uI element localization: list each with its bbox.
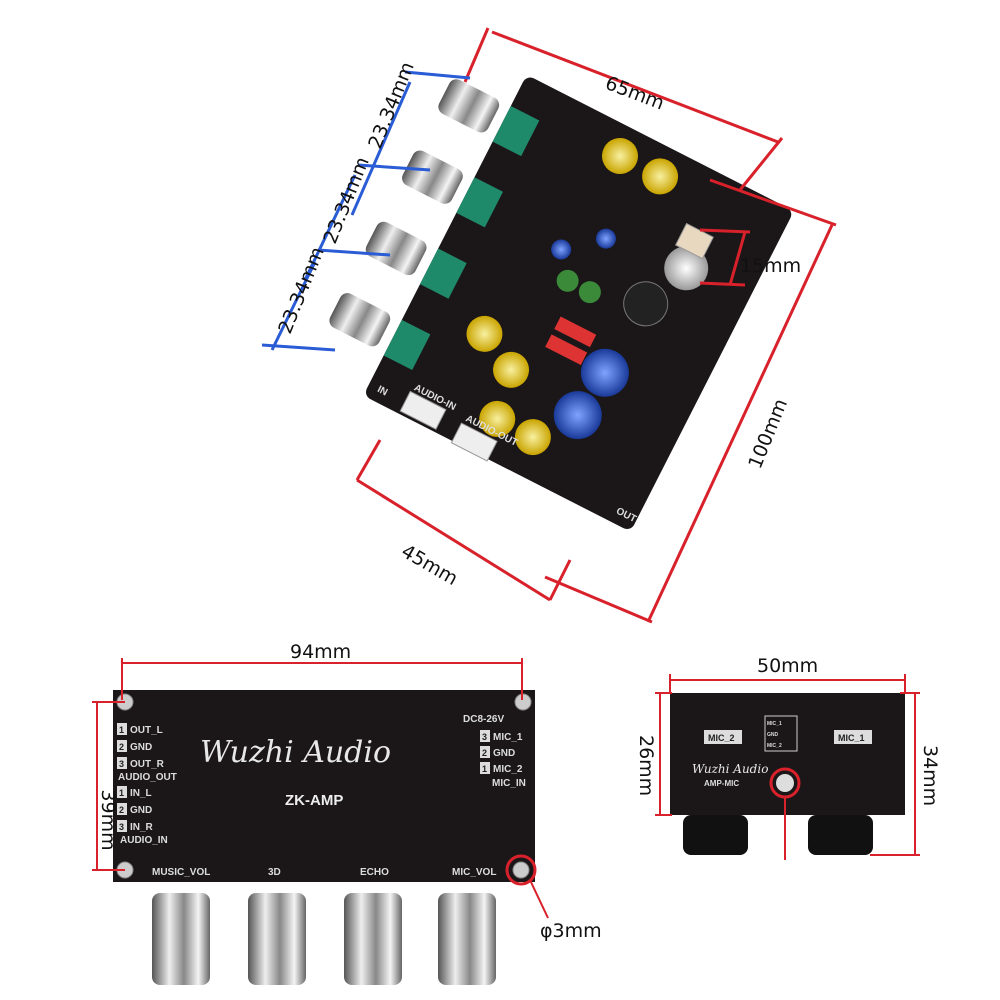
svg-text:MIC_2: MIC_2: [493, 764, 523, 775]
svg-text:GND: GND: [130, 742, 152, 753]
knob-label-echo: ECHO: [360, 867, 389, 878]
knob-label-mic-vol: MIC_VOL: [452, 867, 496, 878]
svg-text:1: 1: [482, 764, 487, 774]
hole-diameter-label: φ3mm: [540, 920, 602, 942]
svg-text:IN_L: IN_L: [130, 788, 152, 799]
mic-pin-label: MIC_1: [767, 721, 782, 727]
mic-dimensions: [655, 674, 920, 860]
width-65mm-label: 65mm: [602, 72, 667, 114]
knob-music-vol: [152, 893, 210, 985]
mic2-label: MIC_2: [708, 733, 735, 743]
knob: [402, 150, 503, 228]
audio-in-header: 1 IN_L 2 GND 3 IN_R AUDIO_IN: [117, 786, 168, 846]
knob-spacing-label: 23.34mm: [319, 154, 374, 247]
height-39mm-label: 39mm: [97, 789, 119, 850]
terminal-15mm-label: 15mm: [740, 255, 801, 277]
power-label: DC8-26V: [463, 714, 504, 725]
knob: [438, 79, 540, 157]
svg-text:2: 2: [119, 805, 124, 815]
pcb: [366, 77, 792, 529]
knob-3d: [248, 893, 306, 985]
mic-width-50mm-label: 50mm: [757, 655, 818, 677]
svg-text:3: 3: [482, 732, 487, 742]
svg-text:2: 2: [119, 742, 124, 752]
top-dimensions: [261, 27, 837, 624]
svg-text:1: 1: [119, 725, 124, 735]
mic1-label: MIC_1: [838, 733, 865, 743]
mic-model-label: AMP-MIC: [704, 779, 739, 788]
front-dimensions: [92, 658, 549, 919]
svg-text:GND: GND: [493, 748, 515, 759]
svg-text:1: 1: [119, 788, 124, 798]
svg-text:MIC_IN: MIC_IN: [492, 778, 526, 789]
knob-spacing-label: 23.34mm: [274, 244, 329, 337]
knob: [329, 293, 431, 370]
svg-text:AUDIO_IN: AUDIO_IN: [120, 835, 168, 846]
mic-brand-logo: Wuzhi Audio: [692, 762, 768, 776]
svg-text:AUDIO_OUT: AUDIO_OUT: [118, 772, 177, 783]
brand-logo: Wuzhi Audio: [200, 735, 391, 770]
length-100mm-label: 100mm: [744, 396, 792, 472]
svg-text:MIC_1: MIC_1: [493, 732, 523, 743]
svg-text:OUT_R: OUT_R: [130, 759, 165, 770]
mic-height-26mm-label: 26mm: [635, 735, 657, 796]
in-silk: IN: [375, 384, 389, 398]
mic-in-header: 3 MIC_1 2 GND 1 MIC_2 MIC_IN: [480, 730, 526, 789]
svg-text:3: 3: [119, 759, 124, 769]
knob-mic-vol: [438, 893, 496, 985]
svg-text:3: 3: [119, 822, 124, 832]
knob-label-music-vol: MUSIC_VOL: [152, 867, 210, 878]
svg-text:GND: GND: [130, 805, 152, 816]
depth-45mm-label: 45mm: [398, 540, 462, 590]
model-label: ZK-AMP: [285, 792, 343, 809]
knob-echo: [344, 893, 402, 985]
width-94mm-label: 94mm: [290, 641, 351, 663]
top-view-board: AUDIO-IN AUDIO-OUT IN OUT: [329, 77, 792, 529]
svg-text:2: 2: [482, 748, 487, 758]
knob-label-3d: 3D: [268, 867, 281, 878]
mic-pin-label: MIC_2: [767, 743, 782, 749]
svg-text:IN_R: IN_R: [130, 822, 154, 833]
audio-out-header: 1 OUT_L 2 GND 3 OUT_R AUDIO_OUT: [117, 723, 177, 783]
svg-text:OUT_L: OUT_L: [130, 725, 163, 736]
knob-spacing-label: 23.34mm: [364, 59, 419, 152]
mic-board: MIC_2 MIC_1 Wuzhi Audio AMP-MIC MIC_1 GN…: [670, 693, 905, 855]
knob: [365, 221, 467, 299]
mic-height-34mm-label: 34mm: [919, 745, 941, 806]
mic-pin-label: GND: [767, 732, 779, 738]
mount-hole-highlight: [505, 854, 537, 886]
